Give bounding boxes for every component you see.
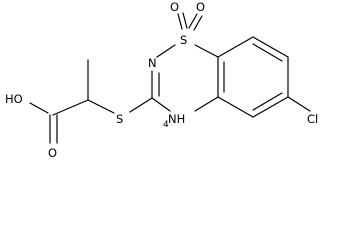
atom-n-ring: N <box>148 56 157 70</box>
atom-nh-subscript: 4 <box>163 120 169 130</box>
bond-s-c3 <box>129 97 153 113</box>
molecule-structure: HO O S N NH 4 S O O Cl <box>5 0 318 160</box>
bond-c8-c7-a <box>252 36 289 58</box>
bond-n-s <box>156 44 176 58</box>
bond-c-ch <box>52 99 89 116</box>
bond-c5-c4a <box>217 96 254 118</box>
atom-s-thio: S <box>116 112 123 126</box>
bond-c6-c5-b <box>252 92 283 111</box>
atom-o-sulfonyl-right: O <box>196 0 205 14</box>
atom-o-carbonyl: O <box>48 146 57 160</box>
bond-c6-cl <box>287 96 311 112</box>
bond-nh-c4a <box>194 96 219 112</box>
bond-c3-nh <box>151 97 171 112</box>
bond-c8a-c8 <box>217 36 254 58</box>
bond-c8-c7-b <box>252 43 283 62</box>
bond-c6-c5-a <box>252 96 289 118</box>
atom-s-sulfonyl: S <box>180 33 187 47</box>
bond-s-o-left-b <box>182 12 188 29</box>
bond-s-o-right-a <box>188 13 198 29</box>
bond-s-c8a <box>194 44 219 58</box>
bond-ho-c <box>29 102 49 114</box>
bond-ch-s <box>87 99 115 114</box>
bond-s-o-right-b <box>193 15 203 31</box>
bond-s-o-left-a <box>177 13 183 30</box>
atom-cl: Cl <box>307 112 318 126</box>
atom-nh: NH <box>168 112 185 126</box>
atom-ho: HO <box>5 92 23 106</box>
atom-o-sulfonyl-left: O <box>170 0 179 14</box>
